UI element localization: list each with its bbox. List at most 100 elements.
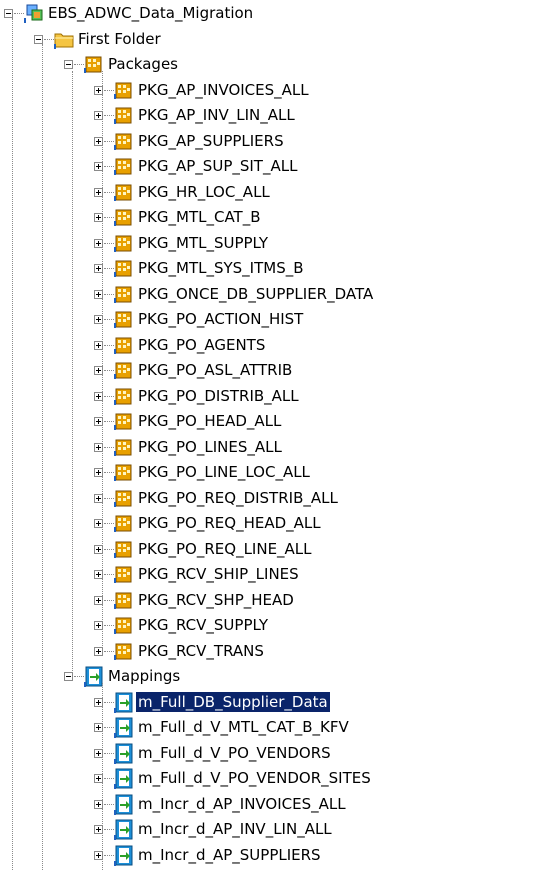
- tree-connector: [104, 574, 114, 575]
- tree-connector: [104, 778, 114, 779]
- tree-item-label: PKG_RCV_SHP_HEAD: [138, 590, 294, 609]
- collapse-toggle[interactable]: [34, 34, 43, 44]
- package-item[interactable]: PKG_PO_HEAD_ALL: [0, 410, 536, 434]
- tree-item-label: m_Full_d_V_PO_VENDOR_SITES: [138, 769, 371, 787]
- package-item[interactable]: PKG_RCV_SUPPLY: [0, 614, 536, 638]
- tree-item-label: m_Incr_d_AP_INVOICES_ALL: [138, 794, 346, 813]
- package-icon: [114, 386, 134, 406]
- package-item[interactable]: PKG_MTL_SUPPLY: [0, 232, 536, 256]
- collapse-toggle[interactable]: [64, 60, 73, 69]
- package-icon: [114, 233, 134, 253]
- package-item[interactable]: PKG_RCV_TRANS: [0, 640, 536, 664]
- package-item[interactable]: PKG_AP_INV_LIN_ALL: [0, 104, 536, 128]
- package-item[interactable]: PKG_PO_REQ_LINE_ALL: [0, 538, 536, 562]
- tree-item-label: PKG_MTL_SYS_ITMS_B: [138, 259, 304, 277]
- tree-item-label: PKG_PO_LINE_LOC_ALL: [138, 463, 310, 481]
- tree-item-label: Packages: [108, 55, 178, 73]
- package-icon: [114, 258, 134, 278]
- tree-item-label: PKG_RCV_TRANS: [138, 641, 264, 660]
- tree-connector: [104, 523, 114, 524]
- tree-item-label: PKG_MTL_SUPPLY: [138, 233, 269, 252]
- tree-item-label: PKG_PO_REQ_DISTRIB_ALL: [138, 488, 338, 507]
- package-icon: [114, 615, 134, 635]
- tree-node-folder[interactable]: First Folder: [0, 28, 536, 52]
- tree-guide-line: [102, 683, 103, 870]
- package-icon: [114, 309, 134, 329]
- tree-connector: [44, 38, 54, 40]
- tree-item-label: PKG_RCV_SUPPLY: [138, 616, 269, 634]
- package-icon: [114, 564, 134, 584]
- tree-item-label: PKG_AP_SUPPLIERS: [138, 131, 284, 150]
- mapping-item[interactable]: m_Full_d_V_PO_VENDOR_SITES: [0, 767, 536, 791]
- tree-node-mappings[interactable]: Mappings: [0, 665, 536, 689]
- package-icon: [114, 207, 134, 227]
- mapping-item[interactable]: m_Full_DB_Supplier_Data: [0, 691, 536, 715]
- package-item[interactable]: PKG_PO_REQ_DISTRIB_ALL: [0, 487, 536, 511]
- package-item[interactable]: PKG_AP_SUP_SIT_ALL: [0, 155, 536, 179]
- package-item[interactable]: PKG_PO_REQ_HEAD_ALL: [0, 512, 536, 536]
- mapping-icon: [114, 819, 134, 840]
- tree-item-label: EBS_ADWC_Data_Migration: [48, 4, 254, 22]
- package-icon: [114, 411, 134, 431]
- package-icon: [114, 182, 134, 202]
- tree-connector: [104, 115, 114, 116]
- tree-connector: [104, 599, 114, 601]
- tree-connector: [104, 319, 114, 320]
- tree-item-label: PKG_PO_AGENTS: [138, 335, 266, 354]
- tree-connector: [104, 625, 114, 626]
- tree-item-label: m_Full_d_V_PO_VENDORS: [138, 743, 331, 762]
- mapping-item[interactable]: m_Incr_d_AP_INV_LIN_ALL: [0, 818, 536, 842]
- tree-connector: [104, 217, 114, 218]
- tree-node-root[interactable]: EBS_ADWC_Data_Migration: [0, 2, 536, 26]
- tree-item-label: PKG_ONCE_DB_SUPPLIER_DATA: [138, 284, 374, 303]
- tree-item-label: PKG_AP_INV_LIN_ALL: [138, 106, 295, 124]
- tree-item-label: m_Incr_d_AP_SUPPLIERS: [138, 845, 321, 864]
- package-item[interactable]: PKG_PO_LINES_ALL: [0, 436, 536, 460]
- package-icon: [114, 335, 134, 355]
- package-item[interactable]: PKG_AP_INVOICES_ALL: [0, 79, 536, 103]
- package-item[interactable]: PKG_ONCE_DB_SUPPLIER_DATA: [0, 283, 536, 307]
- package-item[interactable]: PKG_MTL_CAT_B: [0, 206, 536, 230]
- package-item[interactable]: PKG_PO_ASL_ATTRIB: [0, 359, 536, 383]
- tree-connector: [104, 395, 114, 397]
- package-item[interactable]: PKG_MTL_SYS_ITMS_B: [0, 257, 536, 281]
- tree-connector: [104, 89, 114, 91]
- tree-item-label: m_Full_d_V_MTL_CAT_B_KFV: [138, 718, 349, 736]
- package-item[interactable]: PKG_RCV_SHIP_LINES: [0, 563, 536, 587]
- package-item[interactable]: PKG_PO_AGENTS: [0, 334, 536, 358]
- folder-icon: [54, 29, 74, 49]
- package-icon: [114, 513, 134, 533]
- tree-connector: [74, 64, 84, 65]
- tree-node-packages[interactable]: Packages: [0, 53, 536, 77]
- tree-connector: [104, 497, 114, 499]
- package-item[interactable]: PKG_PO_ACTION_HIST: [0, 308, 536, 332]
- mapping-item[interactable]: m_Incr_d_AP_SUPPLIERS: [0, 844, 536, 868]
- tree-connector: [74, 676, 84, 677]
- mapping-icon: [114, 692, 134, 713]
- package-item[interactable]: PKG_RCV_SHP_HEAD: [0, 589, 536, 613]
- tree-item-label: m_Full_DB_Supplier_Data: [136, 691, 330, 712]
- package-item[interactable]: PKG_PO_LINE_LOC_ALL: [0, 461, 536, 485]
- package-item[interactable]: PKG_HR_LOC_ALL: [0, 181, 536, 205]
- tree-item-label: PKG_PO_DISTRIB_ALL: [138, 386, 299, 405]
- tree-connector: [104, 752, 114, 754]
- tree-item-label: PKG_PO_HEAD_ALL: [138, 412, 282, 430]
- collapse-toggle[interactable]: [4, 9, 13, 18]
- package-icon: [114, 590, 134, 610]
- tree-item-label: PKG_PO_LINES_ALL: [138, 437, 282, 456]
- tree-connector: [104, 268, 114, 269]
- mapping-item[interactable]: m_Full_d_V_PO_VENDORS: [0, 742, 536, 766]
- tree-connector: [104, 370, 114, 371]
- package-item[interactable]: PKG_PO_DISTRIB_ALL: [0, 385, 536, 409]
- package-icon: [114, 284, 134, 304]
- package-item[interactable]: PKG_AP_SUPPLIERS: [0, 130, 536, 154]
- package-icon: [114, 437, 134, 457]
- tree-connector: [104, 446, 114, 448]
- mapping-icon: [114, 845, 134, 866]
- mapping-item[interactable]: m_Incr_d_AP_INVOICES_ALL: [0, 793, 536, 817]
- mapping-item[interactable]: m_Full_d_V_MTL_CAT_B_KFV: [0, 716, 536, 740]
- tree-connector: [104, 548, 114, 550]
- tree-item-label: Mappings: [108, 667, 181, 685]
- tree-item-label: m_Incr_d_AP_INV_LIN_ALL: [138, 820, 332, 838]
- tree-connector: [104, 344, 114, 346]
